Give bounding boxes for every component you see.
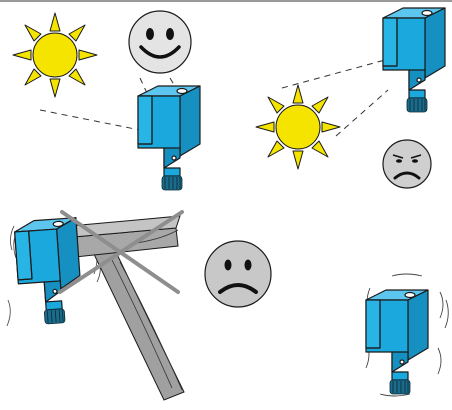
top-rule (0, 0, 452, 2)
sensor-icon (365, 289, 429, 395)
sun-icon (12, 12, 98, 98)
sensor-icon (137, 85, 201, 191)
sensor-icon (13, 217, 84, 327)
dashed-light-path (281, 59, 389, 137)
smiley-sad-icon (203, 239, 273, 309)
panel-sun-front-ok (12, 9, 201, 191)
panel-impact-bad (6, 210, 273, 401)
panel-vibration (365, 273, 449, 397)
panel-sun-side-bad (255, 7, 446, 190)
smiley-sad-icon (381, 138, 433, 190)
sensor-icon (382, 7, 446, 113)
smiley-happy-icon (127, 9, 193, 75)
cross-out-icon (58, 210, 184, 294)
sun-icon (255, 84, 341, 170)
hammer-icon (61, 215, 185, 401)
